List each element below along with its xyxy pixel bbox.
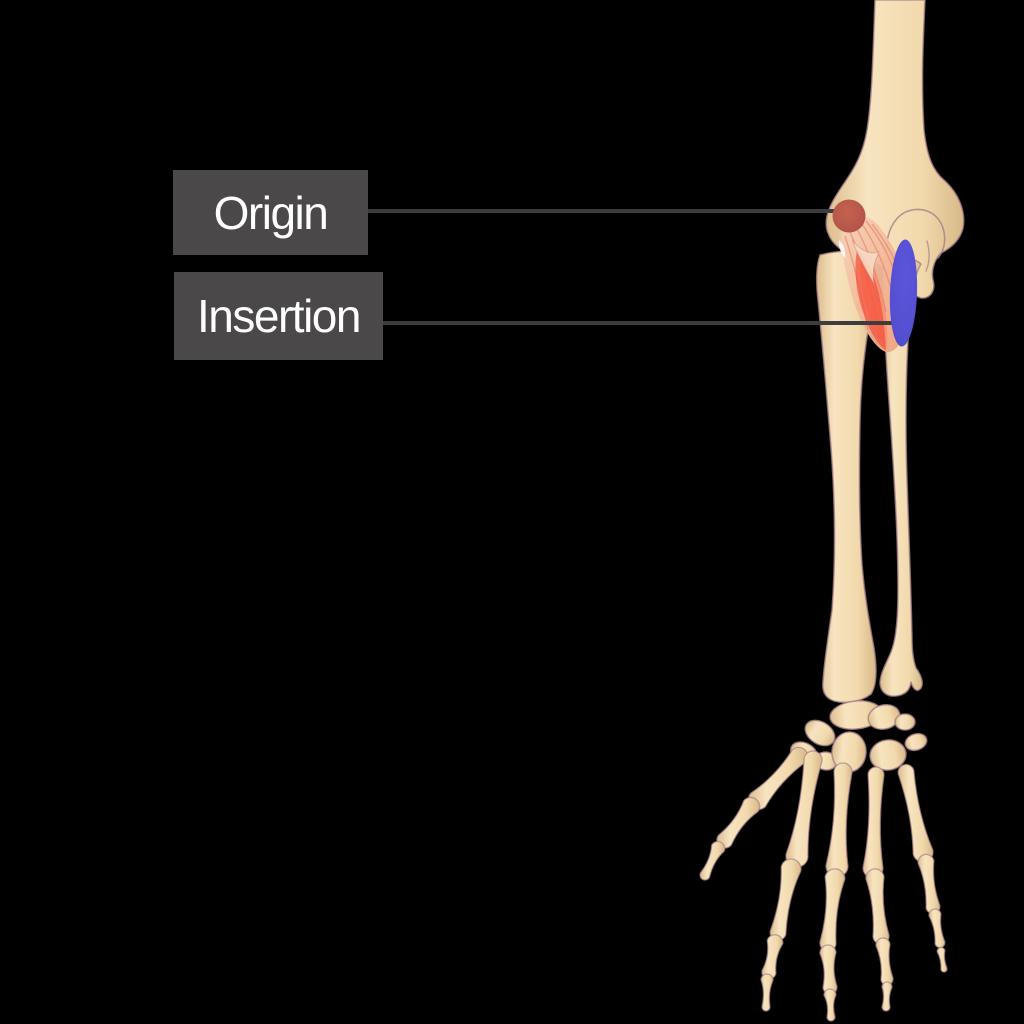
hand-bone — [897, 763, 934, 863]
epicondyle-divider-outline — [925, 240, 930, 272]
hand-bone — [928, 908, 946, 949]
insertion-label: Insertion — [174, 272, 383, 360]
origin-label-text: Origin — [213, 186, 329, 239]
hand-bone — [747, 746, 809, 811]
hand-bone — [825, 762, 853, 878]
carpal-bone — [804, 719, 836, 747]
hand-bone — [769, 858, 802, 941]
carpal-bone — [894, 713, 916, 731]
muscle-highlight-sliver — [838, 240, 846, 258]
hand-bone — [760, 973, 774, 1012]
muscle-pale-tendon — [851, 239, 880, 285]
hand-bone — [699, 840, 726, 881]
annotation-lines — [367, 209, 894, 325]
hand-bone — [819, 868, 846, 952]
olecranon-outline — [885, 208, 946, 259]
carpal-bone — [869, 739, 907, 771]
hand-digit-bones — [699, 746, 948, 1022]
carpal-bone — [867, 703, 901, 731]
hand-bone — [819, 944, 838, 995]
hand-bone — [862, 766, 885, 879]
hand-bone — [936, 946, 948, 973]
hand-bone — [785, 750, 823, 868]
hand-bone — [761, 934, 784, 980]
origin-label: Origin — [173, 170, 368, 255]
hand-bone — [716, 796, 761, 849]
carpal-bone — [904, 732, 928, 752]
insertion-marker — [889, 239, 918, 347]
hand-bone — [865, 868, 890, 945]
hand-bone — [823, 988, 837, 1022]
hand-bone — [917, 853, 941, 915]
hand-bone — [875, 937, 894, 986]
hand-bone — [881, 981, 893, 1012]
ulna-bone — [879, 256, 923, 697]
insertion-label-text: Insertion — [197, 290, 361, 342]
origin-marker — [832, 199, 866, 233]
